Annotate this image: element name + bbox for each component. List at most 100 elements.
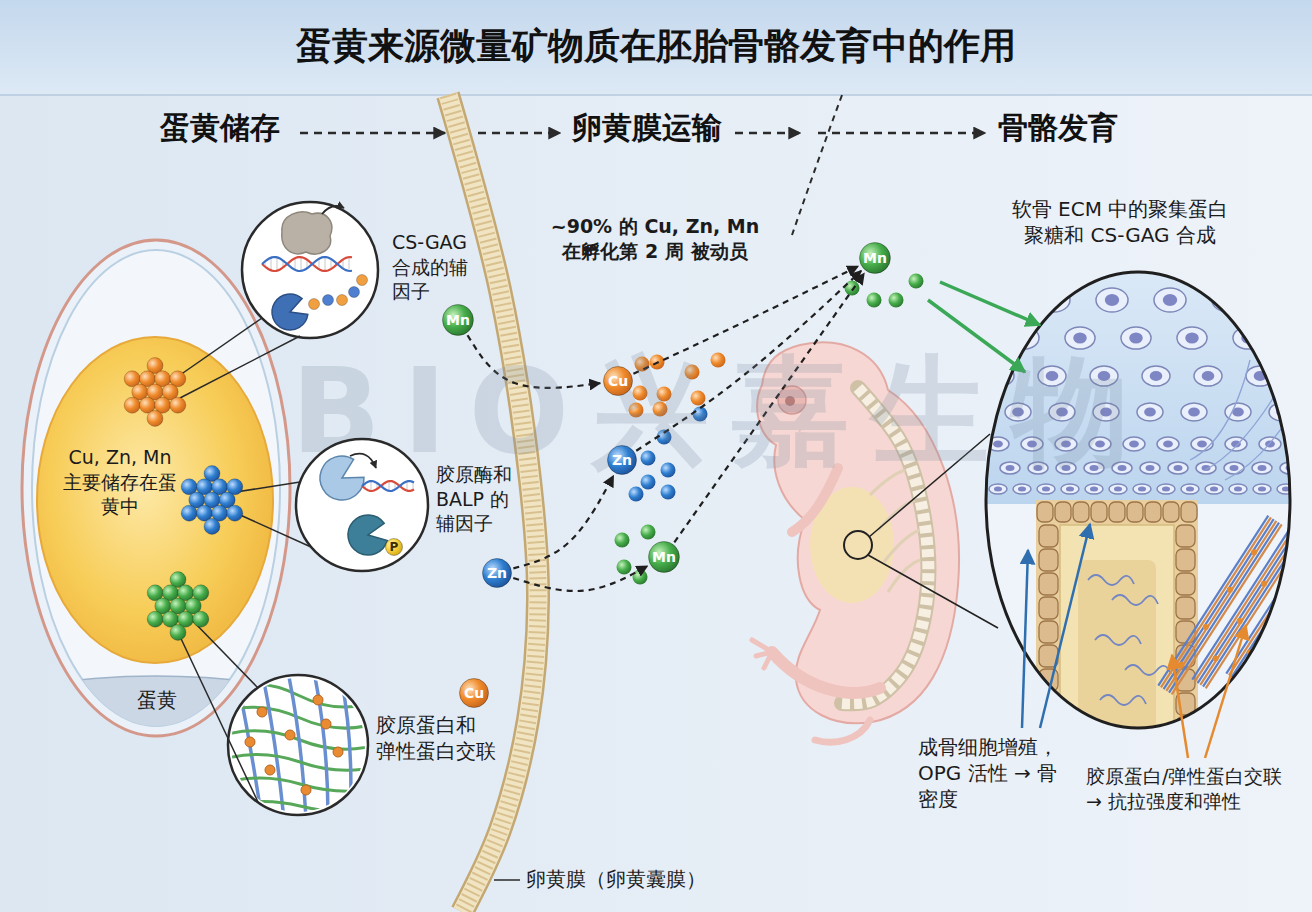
cell-nucleus [994,487,1002,492]
fiber-strand [1200,515,1310,685]
yolk-fill [37,337,273,663]
sugar-bead [357,275,368,286]
callout-leader [176,628,258,802]
manganese-dot [845,281,860,296]
cell-nucleus [1202,371,1215,381]
osteoblast [1091,502,1107,522]
rib [884,530,920,562]
crosslink-dot [265,765,275,775]
yolk-note: Cu, Zn, Mn 主要储存在蛋黄中 [58,445,182,519]
role-note: 胶原蛋白和 弹性蛋白交联 [376,712,498,764]
zinc-dot [629,487,644,502]
mineral-circle: Zn [607,445,637,475]
cell-nucleus [1210,487,1218,492]
effect-arrow [1205,625,1246,758]
crosslink-dot [1295,575,1301,581]
fiber-strand [1192,510,1302,680]
chondrocyte [1065,327,1095,349]
manganese-dot [889,293,904,308]
sugar-bead [309,299,320,310]
elastin-fibre [220,684,380,708]
osteoblast [1163,502,1179,522]
egg-label: 蛋黄 [18,687,296,713]
element-symbol: Zn [487,566,507,580]
osteoblast [1039,669,1058,691]
elastin-fibre [220,778,380,791]
enzyme-symbol [348,515,387,555]
chondrocyte [1157,484,1175,494]
osteoblast [1039,621,1058,643]
chondrocyte [1194,366,1222,386]
chondrocyte [1224,462,1244,474]
cell-nucleus [1230,465,1239,471]
mineral-fill [649,542,680,573]
cell-nucleus [1258,487,1266,492]
chondrocyte [1205,484,1223,494]
collagen-fibre [288,672,306,820]
zoom-outline [986,272,1290,728]
effect-arrow [1040,524,1090,728]
egg-drawing [20,202,428,820]
dna-rung [325,257,326,271]
chondrocyte [1252,462,1272,474]
element-symbol: P [390,541,399,553]
sugar-bead [337,295,348,306]
dna-rung [271,258,272,271]
dna-strand [262,257,352,271]
yolk-drawing [37,318,311,802]
osteoblast [1055,502,1071,522]
dna-strand [262,257,352,271]
callout-leader [238,514,311,547]
mineral-bead [193,611,209,627]
mineral-bead [227,505,243,521]
stage-arrow [300,132,445,135]
fore-limb [792,468,838,532]
osteoblast [1039,597,1058,619]
collagen-fibre [340,672,351,820]
fibre-mesh [220,672,380,820]
tail [815,720,870,742]
chondrocyte [1109,484,1127,494]
zinc-store [181,466,243,535]
element-symbol: Mn [652,550,676,564]
fiber-strand [1234,509,1312,679]
sugar-bead [323,295,334,306]
osteoblast [1176,573,1195,595]
egg-outline: 蛋黄 Cu, Zn, Mn 主要储存在蛋黄中 [18,238,296,738]
dna-rung [389,481,390,491]
dna-rung [407,481,408,490]
cell-nucleus [1105,294,1119,306]
dna-rung [319,259,320,269]
fiber-strand [1203,517,1312,687]
role-note: 胶原酶和 BALP 的 辅因子 [436,462,518,536]
callout-leader [190,618,258,688]
stage-heading: 卵黄膜运输 [572,108,722,147]
transport-arrow [513,476,613,569]
elastin-fibre [220,754,380,770]
role-note: CS-GAG 合成的辅因子 [392,230,472,304]
region-divider [792,95,842,235]
cell-nucleus [1221,294,1235,306]
chondrocyte [1225,437,1247,451]
mineral-circle: Mn [442,304,474,336]
chondrocyte [1157,437,1179,451]
chondrocyte [989,484,1007,494]
dna-strand [362,481,414,491]
cell-nucleus [1090,487,1098,492]
osteoblast [1176,525,1195,547]
chondrocyte [1270,288,1302,312]
manganese-dot [615,533,630,548]
chondrocyte [1168,462,1188,474]
manganese-dot [641,525,656,540]
mineral-bead [204,518,220,534]
cell-nucleus [1066,487,1074,492]
crosslink-dot [321,719,331,729]
crosslink-dot [1213,656,1219,662]
sugar-bead [349,287,360,298]
chondrocyte [1013,484,1031,494]
elastin-fibre [220,801,380,812]
elastin-fibre [220,707,380,728]
vessel [1112,595,1158,605]
cell-nucleus [1197,441,1207,448]
cell-nucleus [1163,294,1177,306]
